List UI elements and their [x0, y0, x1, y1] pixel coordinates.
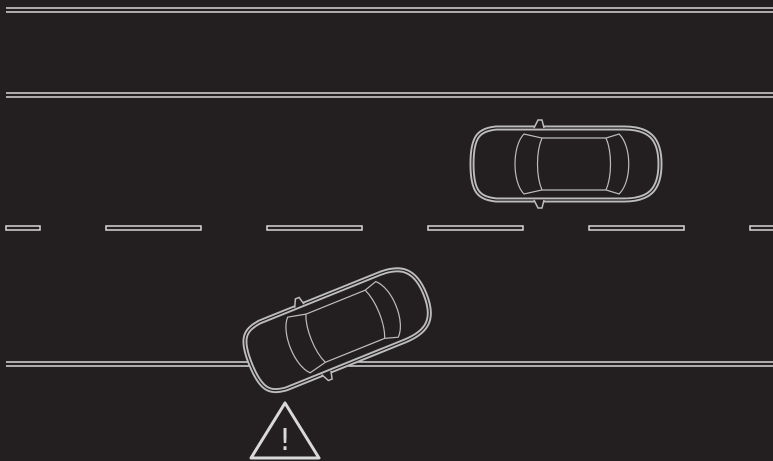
- car-ahead: [472, 120, 660, 208]
- warning-symbol: !: [279, 423, 291, 458]
